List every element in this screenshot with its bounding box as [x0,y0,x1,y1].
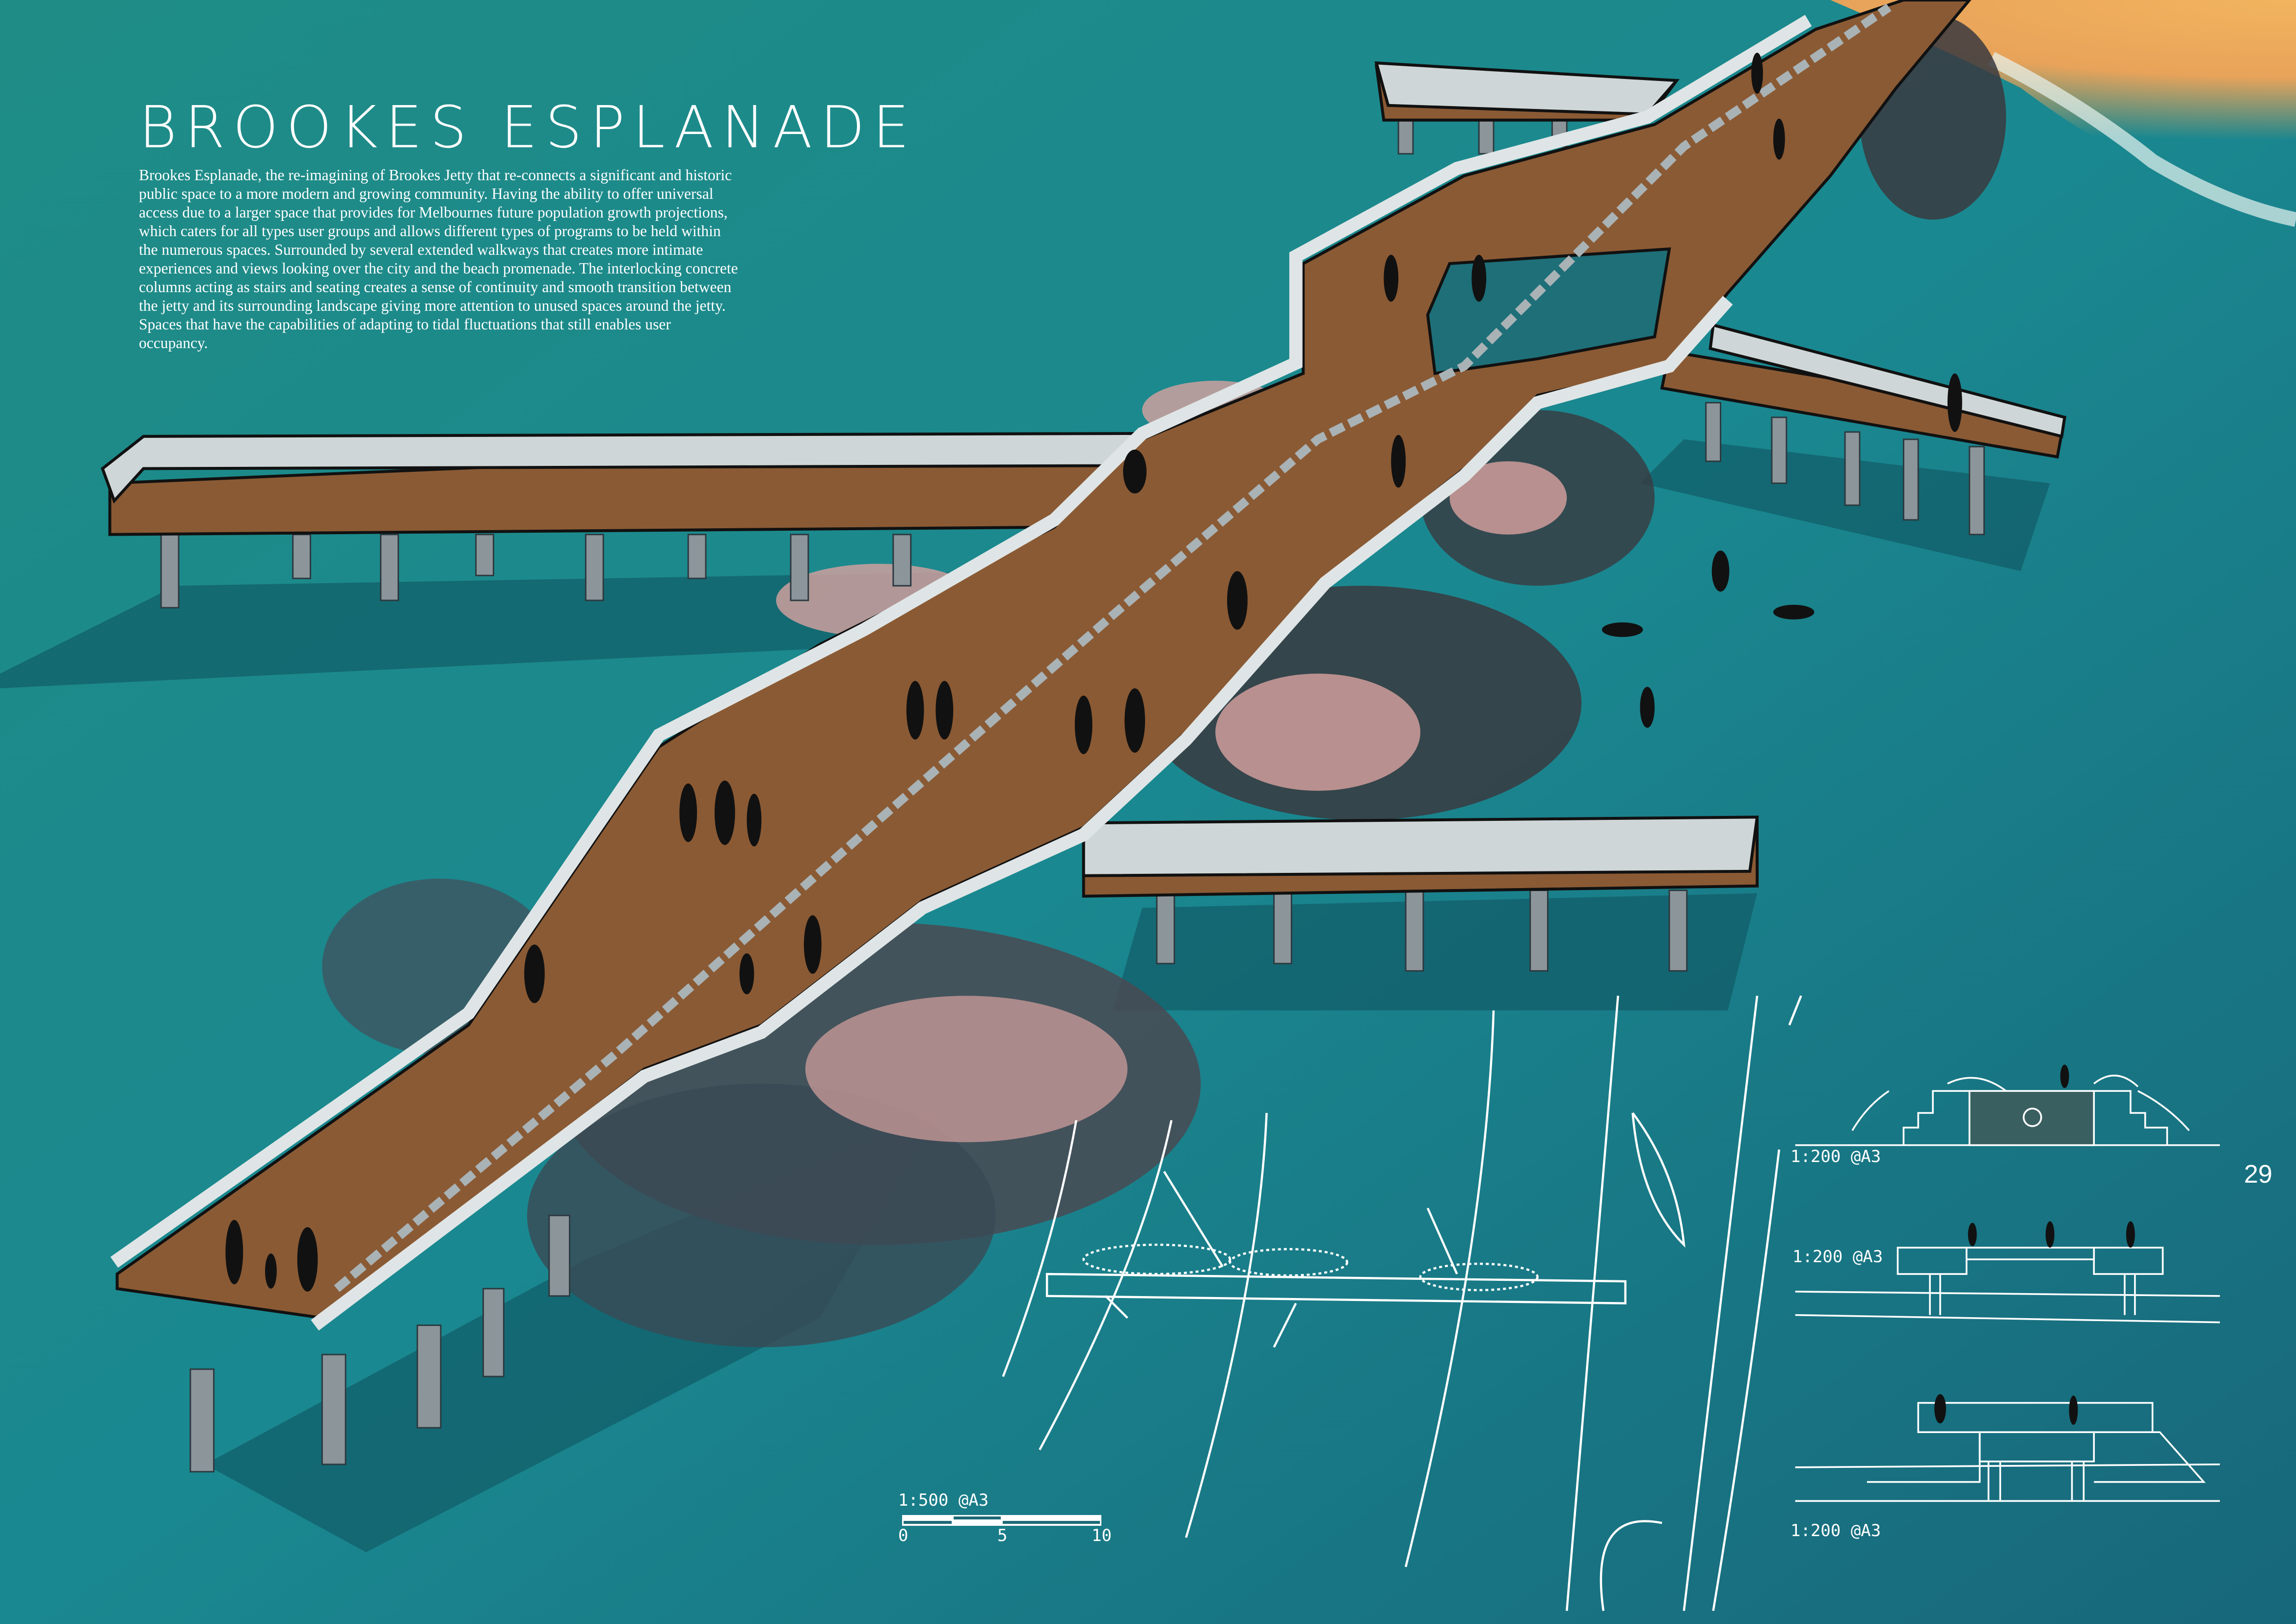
main-deck-railing-left [110,15,1812,1268]
surf-foam [1988,52,2296,227]
site-plan-drawing [1002,995,1802,1611]
scale-tick-5: 5 [997,1526,1008,1545]
section-figures [1934,1064,2135,1425]
page-number: 29 [2244,1160,2272,1189]
right-arm-railing [1082,815,1759,877]
jetty-deck [101,0,2067,1331]
project-description: Brookes Esplanade, the re-imagining of B… [139,166,738,352]
site-plan-scale-label: 1:500 @A3 [898,1490,989,1510]
beach-sand [937,0,2296,235]
section-drawings [1795,1075,2220,1502]
scale-bar [902,1515,1101,1526]
scale-tick-0: 0 [898,1526,908,1545]
jetty-pilings [160,116,1985,1473]
central-water-void [1426,247,1671,376]
section-3-scale-label: 1:200 @A3 [1790,1521,1881,1541]
section-2-scale-label: 1:200 @A3 [1792,1247,1883,1267]
main-deck-railing-right [311,296,1733,1331]
section-1-scale-label: 1:200 @A3 [1790,1147,1881,1166]
page-title: BROOKES ESPLANADE [139,93,917,161]
scale-tick-10: 10 [1092,1526,1112,1545]
central-stairs [334,3,1892,1292]
people-silhouettes [225,53,1962,1292]
upper-right-arm-railing [1709,323,2066,438]
